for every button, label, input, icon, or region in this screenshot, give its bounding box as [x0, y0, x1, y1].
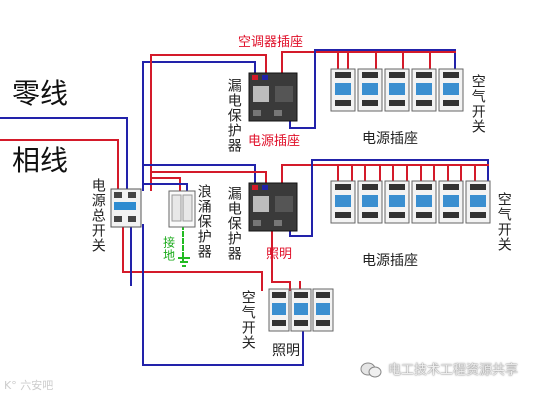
main-switch-breaker — [110, 188, 142, 228]
air-switch-label-lower: 空气开关 — [495, 192, 512, 252]
lighting-bottom-label: 照明 — [272, 343, 300, 359]
watermark-text: 电工技术工程资源共享 — [388, 363, 519, 378]
watermark-left-text: K° 六安吧 — [4, 379, 54, 392]
leakage-protector-lower — [248, 182, 298, 232]
air-switch-label-lighting: 空气开关 — [239, 290, 256, 350]
air-switch-label-upper: 空气开关 — [469, 74, 486, 134]
socket-label-upper: 电源插座 — [362, 131, 418, 147]
leakage-protector-lower-label: 漏电保护器 — [225, 186, 242, 261]
leakage-protector-upper-label: 漏电保护器 — [225, 78, 242, 153]
surge-protector-device — [168, 190, 196, 228]
ground-symbol-icon — [178, 257, 190, 267]
socket-breakers-upper — [330, 68, 464, 112]
socket-label-lower: 电源插座 — [362, 253, 418, 269]
phase-line-label: 相线 — [12, 144, 69, 177]
ground-label: 接地 — [161, 236, 176, 262]
power-socket-red-label: 电源插座 — [248, 134, 301, 149]
leakage-protector-upper — [248, 72, 298, 122]
main-switch-label: 电源总开关 — [89, 178, 106, 253]
lighting-red-label: 照明 — [266, 247, 293, 262]
ac-socket-label: 空调器插座 — [238, 35, 304, 50]
breaker-unit — [330, 68, 356, 112]
socket-breakers-lower — [330, 180, 491, 224]
surge-protector-label: 浪涌保护器 — [195, 184, 212, 259]
wechat-logo-icon — [360, 362, 382, 378]
zero-line-label: 零线 — [12, 77, 69, 110]
lighting-breakers — [268, 288, 334, 332]
